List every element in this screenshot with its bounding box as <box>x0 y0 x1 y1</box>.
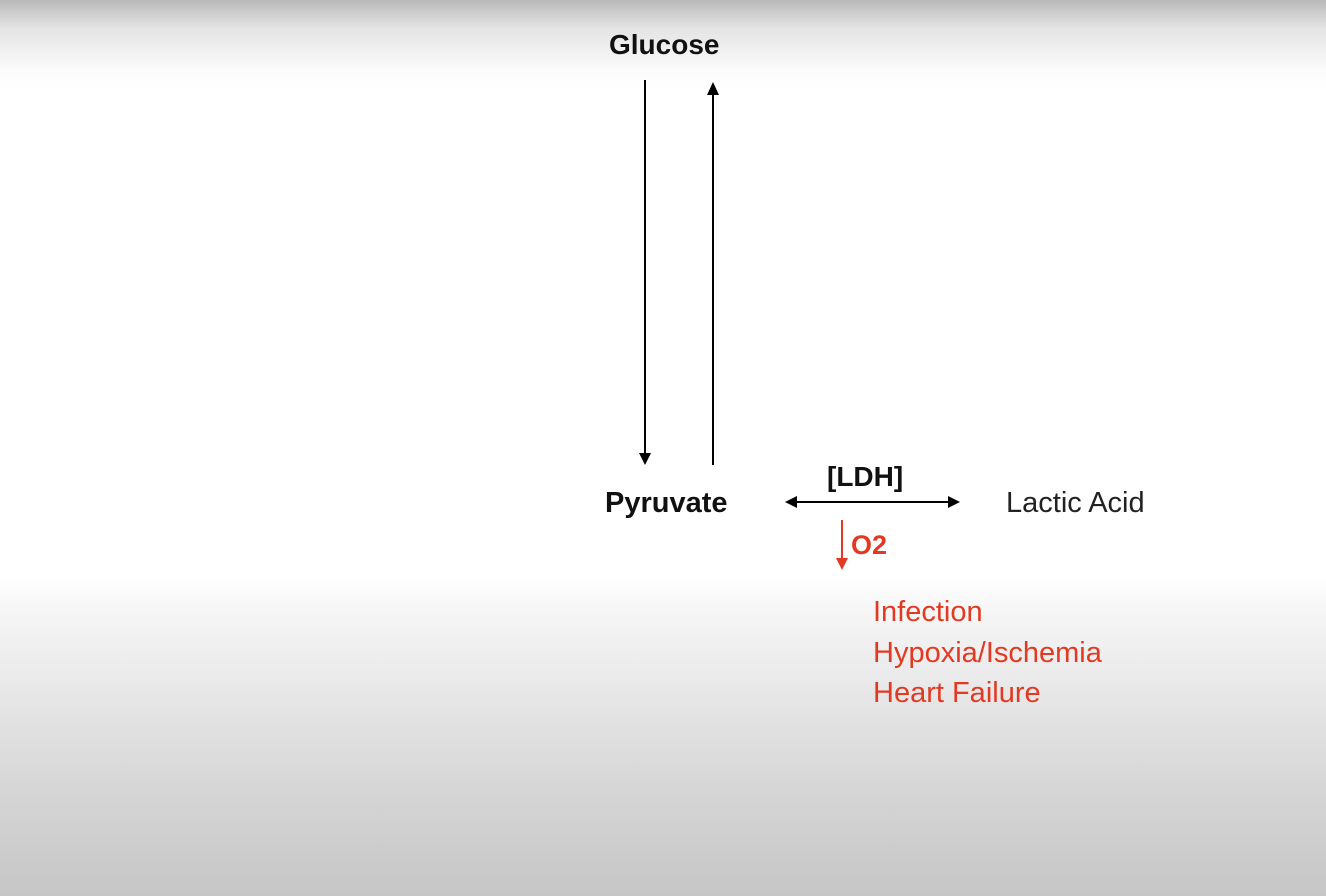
cause-item: Infection <box>873 596 983 628</box>
causes-list: Infection Hypoxia/Ischemia Heart Failure <box>873 592 1102 714</box>
arrow-pyruvate-lactic-bidirectional <box>785 496 960 508</box>
node-pyruvate: Pyruvate <box>605 487 728 519</box>
node-glucose: Glucose <box>609 29 720 60</box>
arrow-pyruvate-to-glucose <box>707 82 719 465</box>
down-arrow-icon <box>836 520 848 570</box>
oxygen-label: O2 <box>851 530 888 560</box>
node-lactic-acid: Lactic Acid <box>1006 487 1145 519</box>
arrow-glucose-to-pyruvate <box>639 80 651 465</box>
cause-item: Hypoxia/Ischemia <box>873 636 1102 669</box>
enzyme-label-ldh: [LDH] <box>827 461 904 492</box>
cause-item: Heart Failure <box>873 677 1041 709</box>
